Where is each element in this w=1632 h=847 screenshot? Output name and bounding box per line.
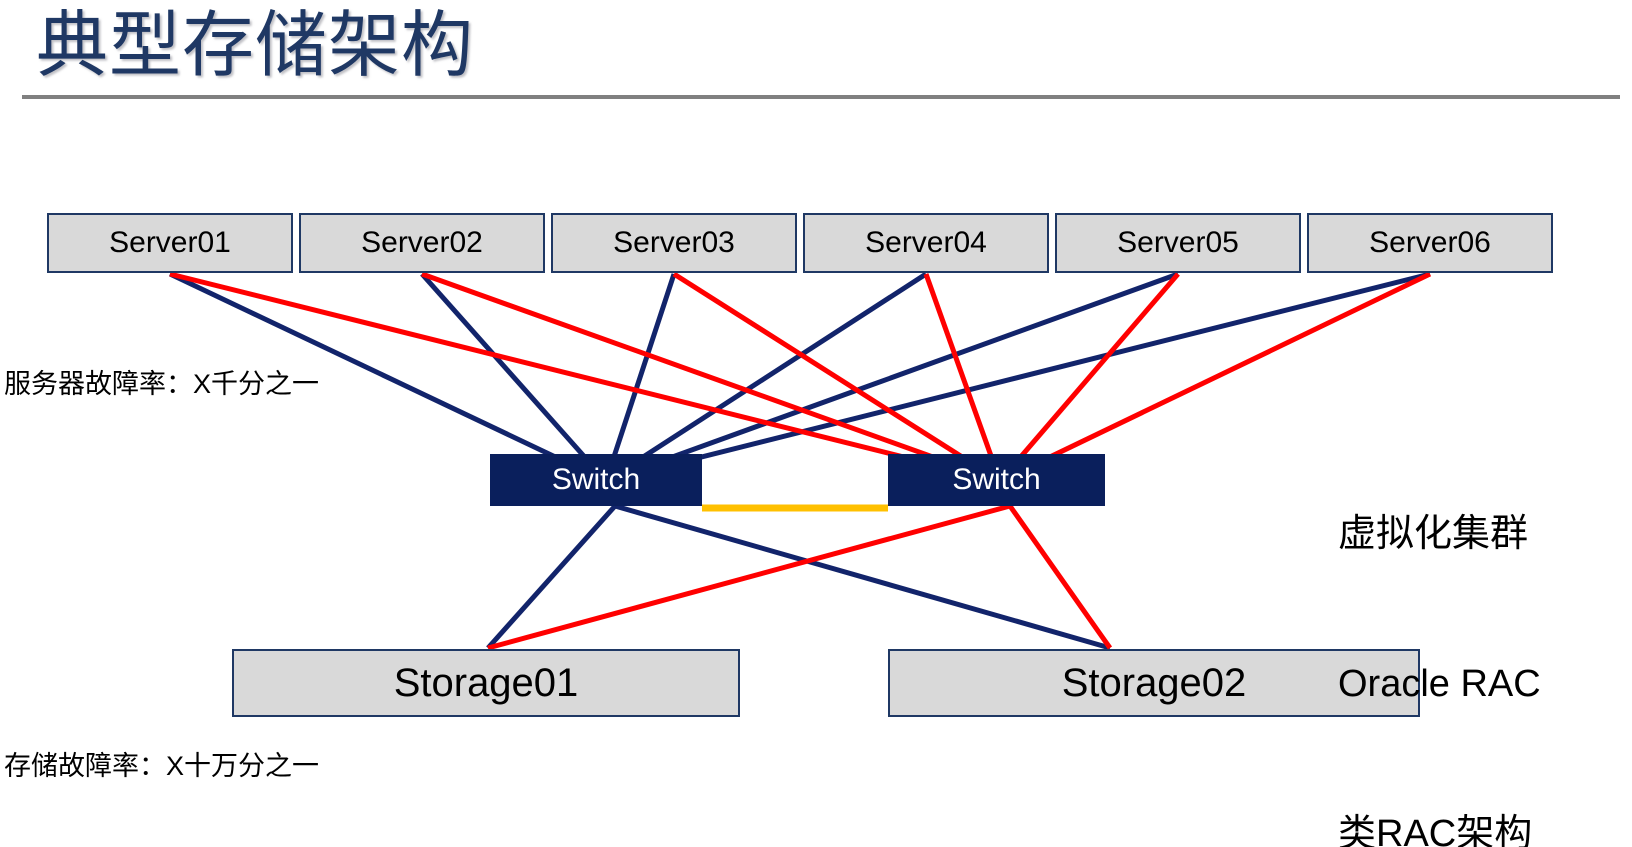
link-server06-right-switch <box>998 271 1432 484</box>
link-server01-right-switch <box>169 271 1001 484</box>
node-switch-right[interactable]: Switch <box>888 454 1105 506</box>
node-storage01[interactable]: Storage01 <box>232 649 740 717</box>
link-server01-left-switch <box>168 271 608 484</box>
cluster-note-line-1: 虚拟化集群 <box>1338 513 1529 555</box>
links-servers-to-right-switch <box>169 271 1432 484</box>
cluster-note-line-3: 类RAC架构 <box>1338 813 1533 847</box>
cluster-architecture-note: 虚拟化集群 Oracle RAC 类RAC架构 <box>1338 409 1541 847</box>
page-title: 典型存储架构 <box>36 6 475 86</box>
node-label: Server04 <box>865 226 987 259</box>
links-left-switch-to-storage <box>486 503 1111 651</box>
server-failure-rate-note: 服务器故障率：X千分之一 <box>4 369 320 399</box>
link-server03-right-switch <box>672 271 1002 484</box>
node-server05[interactable]: Server05 <box>1055 213 1301 273</box>
link-server03-left-switch <box>603 273 677 482</box>
title-divider <box>22 95 1620 99</box>
link-server04-right-switch <box>923 273 1003 482</box>
node-label: Switch <box>551 463 641 496</box>
link-right-switch-storage02 <box>1007 504 1113 650</box>
node-storage02[interactable]: Storage02 <box>888 649 1420 717</box>
link-server02-right-switch <box>421 271 1001 484</box>
node-label: Switch <box>952 463 1041 496</box>
node-label: Server06 <box>1369 226 1491 259</box>
links-right-switch-to-storage <box>487 503 1113 651</box>
link-left-switch-storage01 <box>486 504 617 650</box>
link-server06-left-switch <box>605 271 1431 484</box>
node-switch-left[interactable]: Switch <box>490 454 702 506</box>
node-label: Server05 <box>1117 226 1239 259</box>
link-server05-left-switch <box>605 271 1179 484</box>
link-server02-left-switch <box>420 272 608 483</box>
storage-failure-rate-note: 存储故障率：X十万分之一 <box>4 751 320 781</box>
node-server06[interactable]: Server06 <box>1307 213 1553 273</box>
node-server01[interactable]: Server01 <box>47 213 293 273</box>
node-label: Storage02 <box>1061 660 1247 705</box>
cluster-note-line-2: Oracle RAC <box>1338 663 1541 705</box>
link-server05-right-switch <box>998 272 1180 483</box>
links-servers-to-left-switch <box>168 271 1431 484</box>
link-right-switch-storage01 <box>487 503 1011 651</box>
node-label: Server02 <box>361 226 483 259</box>
node-label: Server01 <box>109 226 231 259</box>
link-left-switch-storage02 <box>614 503 1111 651</box>
link-server04-left-switch <box>604 271 928 484</box>
node-server02[interactable]: Server02 <box>299 213 545 273</box>
node-server04[interactable]: Server04 <box>803 213 1049 273</box>
node-label: Server03 <box>613 226 735 259</box>
node-server03[interactable]: Server03 <box>551 213 797 273</box>
node-label: Storage01 <box>393 660 579 705</box>
